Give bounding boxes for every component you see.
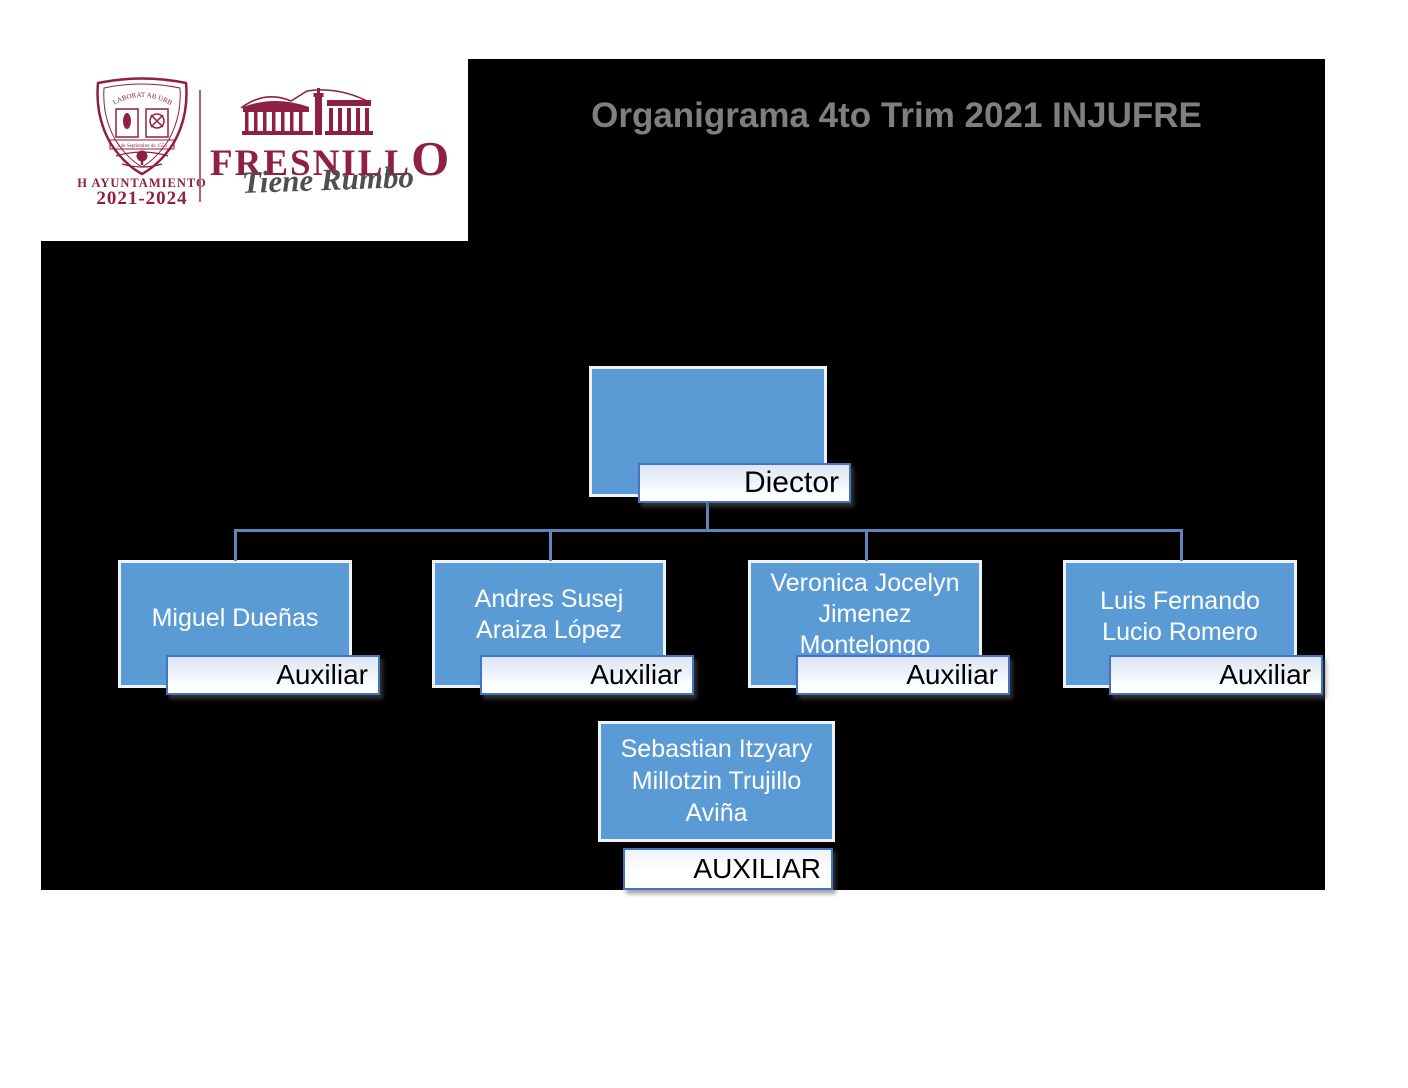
logo-divider <box>199 90 201 202</box>
municipal-crest-icon: LABORAT AB URBE 2 de Septiembre de 1554 <box>90 72 188 176</box>
brand-tagline: Tiene Rumbo <box>241 159 415 200</box>
connector-drop-1 <box>234 531 237 561</box>
brand-wordmark: FRESNILLO <box>210 130 451 187</box>
brand-text: FRESNILL <box>210 143 412 184</box>
crest-motto: LABORAT AB URBE <box>90 72 174 107</box>
org-role-veronica: Auxiliar <box>796 655 1010 695</box>
org-role-miguel: Auxiliar <box>166 655 380 695</box>
crest-banner: 2 de Septiembre de 1554 <box>117 144 167 149</box>
council-label: H AYUNTAMIENTO <box>77 176 207 190</box>
org-node-sebastian-trujillo: Sebastian Itzyary Millotzin Trujillo Avi… <box>598 721 835 842</box>
brand-text-o: O <box>411 131 452 186</box>
org-role-director: Diector <box>638 463 851 503</box>
slide-title: Organigrama 4to Trim 2021 INJUFRE <box>591 96 1202 135</box>
org-role-luis: Auxiliar <box>1109 655 1323 695</box>
org-role-andres: Auxiliar <box>480 655 694 695</box>
org-role-sebastian: AUXILIAR <box>623 848 833 890</box>
council-years: 2021-2024 <box>96 188 188 209</box>
connector-drop-4 <box>1180 531 1183 561</box>
svg-text:LABORAT AB URBE: LABORAT AB URBE <box>90 72 174 107</box>
connector-drop-2 <box>549 531 552 561</box>
connector-drop-3 <box>865 531 868 561</box>
connector-horizontal <box>234 529 1183 532</box>
fresnillo-monuments-icon <box>240 88 373 135</box>
slide-background-top <box>468 59 1325 241</box>
header-logo-panel: LABORAT AB URBE 2 de Septiembre de 1554 … <box>0 0 468 241</box>
connector-root-vertical <box>706 501 709 530</box>
